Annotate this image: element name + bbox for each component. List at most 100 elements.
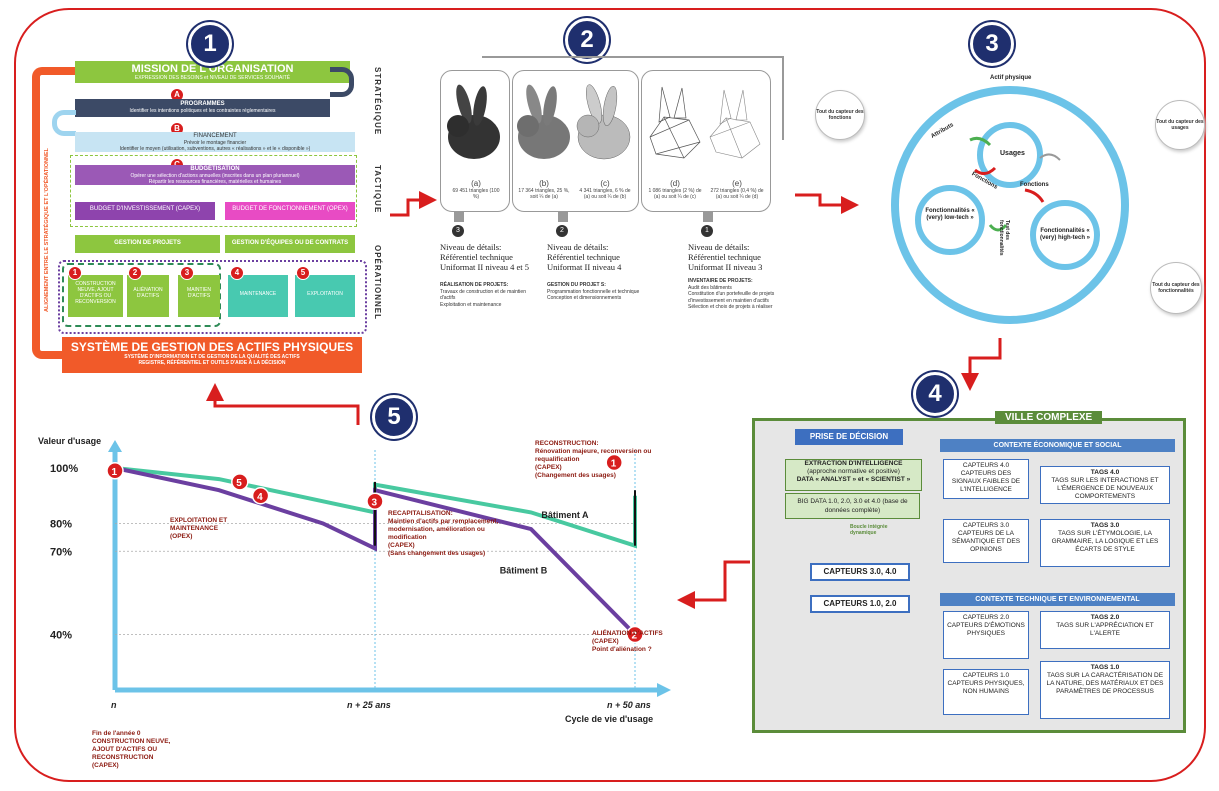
badge-1: 1 xyxy=(188,22,232,66)
ann45-b: (OPEX) xyxy=(170,533,193,540)
panel-1: ALIGNEMENT ENTRE LE STRATÉGIQUE ET L'OPÉ… xyxy=(30,55,390,385)
level-3-l2: Référentiel technique xyxy=(440,252,513,262)
capteurs-34-box: CAPTEURS 3.0, 4.0 xyxy=(810,563,910,581)
ctx-tech-header: CONTEXTE TECHNIQUE ET ENVIRONNEMENTAL xyxy=(940,593,1175,606)
letter-a: A xyxy=(170,88,184,102)
caption-c-text: 4 341 triangles, 6 % de (a) ou soit ¼ de… xyxy=(579,188,631,200)
level-2-item-1: Programmation fonctionnelle et technique xyxy=(547,288,640,295)
extraction-3: DATA « ANALYST » et « SCIENTIST » xyxy=(796,476,911,483)
marker-number: 1 xyxy=(112,467,118,478)
marker-number: 2 xyxy=(632,631,638,642)
y-tick-label: 80% xyxy=(50,519,72,531)
caption-b-letter: (b) xyxy=(539,179,549,188)
financement-title: FINANCEMENT xyxy=(193,133,237,139)
y-axis-label: Valeur d'usage xyxy=(38,436,101,446)
budgetisation-sub1: Opérer une sélection d'actions annuelles… xyxy=(130,173,300,179)
label-usages: Usages xyxy=(1000,150,1025,157)
ann1: RECONSTRUCTION: Rénovation majeure, reco… xyxy=(535,440,670,480)
system-bar: SYSTÈME DE GESTION DES ACTIFS PHYSIQUES … xyxy=(62,337,362,373)
caption-c-letter: (c) xyxy=(600,179,610,188)
ville-title: VILLE COMPLEXE xyxy=(995,411,1103,424)
ann1-text: Rénovation majeure, reconversion ou requ… xyxy=(535,448,652,463)
marker-circle xyxy=(231,473,249,491)
c30-box: CAPTEURS 3.0 CAPTEURS DE LA SÉMANTIQUE E… xyxy=(943,519,1029,563)
label-fonctions-2: Fonctions xyxy=(1020,182,1049,188)
opex-bar: BUDGET DE FONCTIONNEMENT (OPEX) xyxy=(225,202,355,220)
ann2-title: ALIÉNATION D'ACTIFS xyxy=(592,630,663,637)
op-box-2: ALIÉNATION D'ACTIFS xyxy=(127,275,169,317)
marker-circle xyxy=(251,487,270,505)
c20-box: CAPTEURS 2.0 CAPTEURS D'ÉMOTIONS PHYSIQU… xyxy=(943,611,1029,659)
caption-c: (c)4 341 triangles, 6 % de (a) ou soit ¼… xyxy=(576,179,634,201)
t40-text: TAGS SUR LES INTERACTIONS ET L'ÉMERGENCE… xyxy=(1051,477,1159,500)
y-tick-label: 40% xyxy=(50,630,72,642)
alignment-loop xyxy=(32,67,77,359)
c10-box: CAPTEURS 1.0 CAPTEURS PHYSIQUES, NON HUM… xyxy=(943,669,1029,715)
t30-text: TAGS SUR L'ÉTYMOLOGIE, LA GRAMMAIRE, LA … xyxy=(1051,530,1159,553)
level-2-item-2: Conception et dimensionnements xyxy=(547,295,622,301)
level-2-num: 2 xyxy=(556,225,568,237)
marker-circle xyxy=(605,453,623,472)
ann1-title: RECONSTRUCTION: xyxy=(535,440,599,447)
c40-box: CAPTEURS 4.0 CAPTEURS DES SIGNAUX FAIBLE… xyxy=(943,459,1029,499)
label-fonctions-vertical: Test des fonctionnalités xyxy=(998,220,1010,256)
level-3-sub: RÉALISATION DE PROJETS: Travaux de const… xyxy=(440,282,540,308)
ann3-b: (CAPEX) xyxy=(388,542,415,549)
return-arrow-icon xyxy=(330,67,354,97)
budgetisation-sub2: Répartir les ressources financières, mat… xyxy=(148,179,282,185)
grey-circle-2: Tout du capteur des usages xyxy=(1155,100,1205,150)
op-box-3: MAINTIEN D'ACTIFS xyxy=(178,275,220,317)
ann3-text: Maintien d'actifs par remplacement, mode… xyxy=(388,518,499,541)
badge-3: 3 xyxy=(970,22,1014,66)
op-num-1: 1 xyxy=(68,266,82,280)
budgetisation-bar: BUDGÉTISATION Opérer une sélection d'act… xyxy=(75,165,355,185)
outer-frame xyxy=(14,8,1206,782)
level-3-text: Niveau de détails: Référentiel technique… xyxy=(440,242,550,272)
bottom-2: CONSTRUCTION NEUVE, AJOUT D'ACTIFS OU RE… xyxy=(92,738,171,761)
t40-title: TAGS 4.0 xyxy=(1090,469,1120,476)
bunny-d xyxy=(649,86,701,159)
level-3-item-1: Travaux de construction et de maintien d… xyxy=(440,288,526,302)
t30-title: TAGS 3.0 xyxy=(1090,522,1120,529)
panel-2: (a)69 451 triangles (100 %) (b)17 364 tr… xyxy=(432,56,792,342)
ann45-text: EXPLOITATION ET MAINTENANCE xyxy=(170,517,228,532)
extraction-2: (approche normative et positive) xyxy=(807,468,900,475)
financement-sub2: Identifier le moyen (utilisation, subven… xyxy=(119,146,311,152)
level-2-sub-title: GESTION DU PROJET S: xyxy=(547,282,606,288)
ann2: ALIÉNATION D'ACTIFS (CAPEX) Point d'alié… xyxy=(592,630,692,654)
marker-number: 5 xyxy=(236,478,242,489)
badge-4: 4 xyxy=(913,372,957,416)
t20-title: TAGS 2.0 xyxy=(1090,614,1120,621)
capex-zone xyxy=(62,263,221,327)
label-batiment-b: Bâtiment B xyxy=(500,565,548,575)
mission-bar: MISSION DE L'ORGANISATION EXPRESSION DES… xyxy=(75,61,350,83)
ann3-title: RECAPITALISATION: xyxy=(388,510,453,517)
system-sub2: REGISTRE, RÉFÉRENTIEL ET OUTILS D'AIDE À… xyxy=(138,360,286,366)
t20-text: TAGS SUR L'APPRÉCIATION ET L'ALERTE xyxy=(1056,622,1154,637)
label-tactique: TACTIQUE xyxy=(373,165,382,214)
label-high-tech: Fonctionnalités « (very) high-tech » xyxy=(1039,228,1090,241)
level-2-title: Niveau de détails: xyxy=(547,242,609,252)
level-1-icon xyxy=(703,212,713,222)
level-2-l3: Uniformat II niveau 4 xyxy=(547,262,622,272)
panel-4: VILLE COMPLEXE PRISE DE DÉCISION EXTRACT… xyxy=(752,411,1186,733)
t10-title: TAGS 1.0 xyxy=(1090,664,1120,671)
programmes-bar: PROGRAMMES Identifier les intentions pol… xyxy=(75,99,330,117)
series-line-2 xyxy=(114,466,637,636)
y-axis-arrow-icon xyxy=(108,440,122,452)
tactic-zone xyxy=(70,155,357,227)
prise-decision: PRISE DE DÉCISION xyxy=(795,429,903,445)
badge-2: 2 xyxy=(565,18,609,62)
ann2-b: (CAPEX) xyxy=(592,638,619,645)
label-low-tech: Fonctionnalités « (very) low-tech » xyxy=(925,208,975,221)
gestion-equipes-bar: GESTION D'ÉQUIPES OU DE CONTRATS xyxy=(225,235,355,253)
op-num-2: 2 xyxy=(128,266,142,280)
op-box-4: MAINTENANCE xyxy=(228,275,288,317)
x-axis-label: Cycle de vie d'usage xyxy=(565,714,653,724)
caption-e: (e)272 triangles (0,4 %) de (a) ou soit … xyxy=(708,180,766,201)
level-3-icon xyxy=(454,212,464,222)
mission-sub: EXPRESSION DES BESOINS et NIVEAU DE SERV… xyxy=(134,75,291,81)
